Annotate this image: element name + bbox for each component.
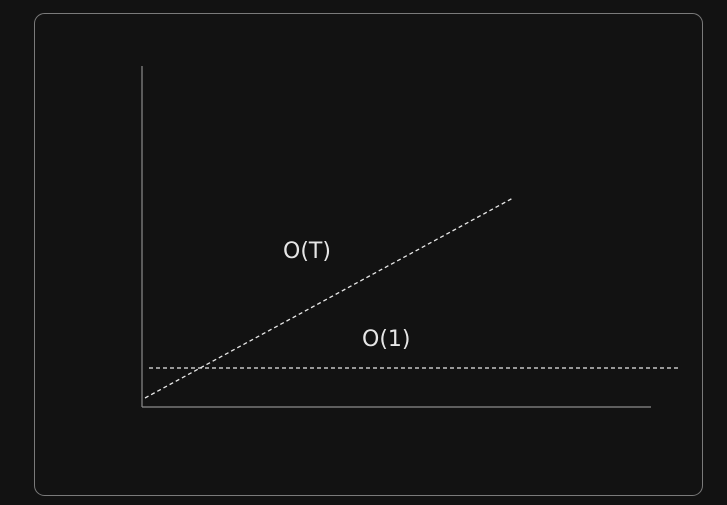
linear-curve-label: O(T) <box>283 239 331 264</box>
diagram-frame <box>34 13 703 496</box>
constant-curve-label: O(1) <box>362 327 410 352</box>
